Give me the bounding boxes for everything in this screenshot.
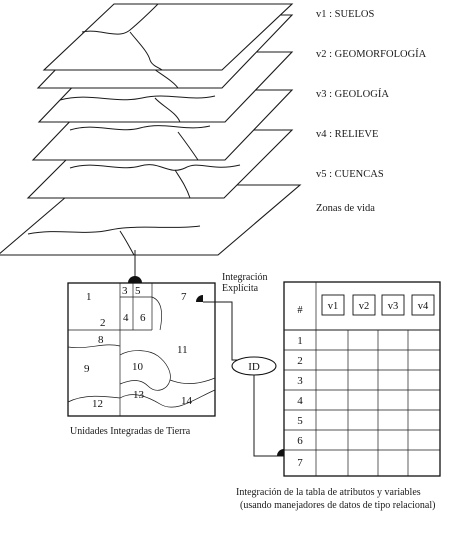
explicit-integration-line2: Explícita xyxy=(222,283,259,294)
layer-label-v1: v1 : SUELOS xyxy=(316,9,375,20)
table-row-3: 3 xyxy=(297,375,303,387)
layer-label-v2: v2 : GEOMORFOLOGÍA xyxy=(316,48,427,60)
map-cell-5: 5 xyxy=(135,285,141,297)
table-header-v1: v1 xyxy=(328,301,339,312)
layer-label-v3: v3 : GEOLOGÍA xyxy=(316,88,389,100)
map-cell-11: 11 xyxy=(177,344,188,356)
table-row-4: 4 xyxy=(297,395,303,407)
table-header-v4: v4 xyxy=(418,301,429,312)
layer-label-zonas: Zonas de vida xyxy=(316,203,375,214)
map-cell-8: 8 xyxy=(98,334,104,346)
map-cell-3: 3 xyxy=(122,285,128,297)
map-corner-knob xyxy=(196,295,203,302)
table-row-5: 5 xyxy=(297,415,303,427)
table-row-2: 2 xyxy=(297,355,303,367)
map-cell-4: 4 xyxy=(123,312,129,324)
id-label: ID xyxy=(248,361,260,373)
map-cell-9: 9 xyxy=(84,363,90,375)
table-row-6: 6 xyxy=(297,435,303,447)
table-connector-knob xyxy=(277,449,284,456)
table-header-hash: # xyxy=(297,305,303,316)
layer-label-v4: v4 : RELIEVE xyxy=(316,129,378,140)
map-cell-6: 6 xyxy=(140,312,146,324)
map-cell-14: 14 xyxy=(181,395,193,407)
table-caption-line1: Integración de la tabla de atributos y v… xyxy=(236,487,421,498)
explicit-integration-line1: Integración xyxy=(222,272,268,283)
table-caption-line2: (usando manejadores de datos de tipo rel… xyxy=(240,500,435,511)
table-row-1: 1 xyxy=(297,335,303,347)
attribute-table: # v1 v2 v3 v4 1 2 3 4 5 6 7 xyxy=(283,281,441,477)
table-row-7: 7 xyxy=(297,457,303,469)
map-cell-1: 1 xyxy=(86,291,92,303)
integrated-land-units-map: 1 3 5 7 2 4 6 8 11 9 10 12 13 14 xyxy=(67,276,216,417)
map-cell-2: 2 xyxy=(100,317,106,329)
map-cell-7: 7 xyxy=(181,291,187,303)
table-header-v2: v2 xyxy=(359,301,370,312)
map-caption: Unidades Integradas de Tierra xyxy=(70,426,191,437)
map-cell-10: 10 xyxy=(132,361,144,373)
layer-plane-suelos xyxy=(42,3,294,71)
map-cell-12: 12 xyxy=(92,398,103,410)
table-header-v3: v3 xyxy=(388,301,399,312)
map-cell-13: 13 xyxy=(133,389,145,401)
layer-label-v5: v5 : CUENCAS xyxy=(316,169,384,180)
link-id-to-table xyxy=(253,375,284,457)
map-connector-knob xyxy=(128,276,142,283)
